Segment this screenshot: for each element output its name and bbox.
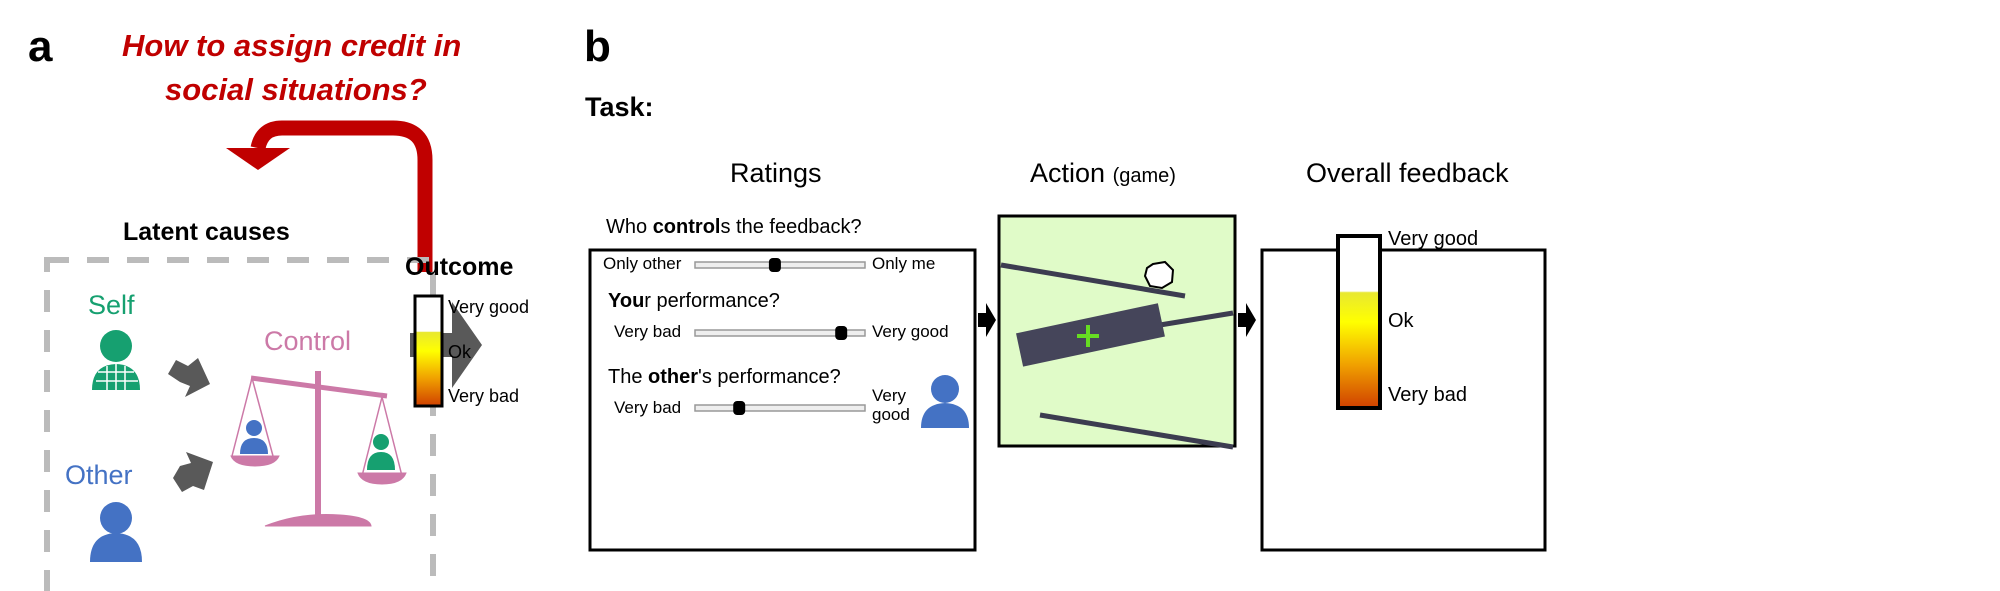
outcome-top-label: Very good [448,297,530,317]
feedback-box [1260,248,1547,552]
other-avatar-icon [921,375,969,428]
other-label: Other [65,460,133,490]
crosshair-icon [1077,325,1099,347]
q3-left-label: Very bad [614,398,682,417]
feedback-colorbar [1336,234,1382,410]
ball-icon [1143,260,1175,290]
task-label: Task: [585,92,654,122]
arrow-to-feedback-icon [1238,303,1256,337]
q2-slider-thumb[interactable] [835,326,848,340]
credit-arrow [250,120,433,272]
q3-post: 's performance? [698,366,841,388]
self-person-icon [92,330,140,390]
q2-slider-track[interactable] [694,329,866,337]
q2-bold: You [608,290,645,312]
q3-slider-thumb[interactable] [733,401,746,415]
action-title: Action (game) [1030,158,1176,189]
self-label: Self [88,290,135,320]
q2-text: Your performance? [608,290,780,313]
credit-arrow-head [226,148,290,170]
q1-text: Who controls the feedback? [606,216,862,239]
outcome-title: Outcome [405,253,514,281]
q3-right-line1: Very [872,386,907,405]
q3-pre: The [608,366,649,388]
other-arrow-icon [173,452,213,492]
q1-left-label: Only other [603,254,682,273]
scale-icon [230,371,407,527]
latent-causes-title: Latent causes [123,218,290,246]
other-on-scale-icon [240,420,268,454]
q3-text: The other's performance? [608,366,841,389]
q1-pre: Who [606,216,653,238]
game-scene [1000,262,1234,450]
feedback-top-label: Very good [1388,228,1479,250]
q3-right-line2: good [872,405,910,424]
arrow-to-game-icon [978,303,996,337]
question-line2: social situations? [165,72,427,107]
outcome-colorbar [413,294,444,408]
feedback-bottom-label: Very bad [1388,384,1467,406]
outcome-arrow-icon [410,302,482,388]
q2-right-label: Very good [872,322,949,341]
question-line1: How to assign credit in [122,28,462,63]
latent-causes-box [44,257,436,591]
other-person-icon [90,502,142,562]
q1-bold: control [652,216,721,238]
ratings-box [588,248,977,552]
control-label: Control [264,326,352,356]
panel-b-label: b [584,22,611,71]
outcome-mid-label: Ok [448,342,472,362]
q1-right-label: Only me [872,254,936,273]
feedback-mid-label: Ok [1388,310,1414,332]
q2-left-label: Very bad [614,322,682,341]
q3-slider-track[interactable] [694,404,866,412]
action-subtitle: (game) [1112,165,1176,187]
q1-slider-thumb[interactable] [768,258,781,272]
outcome-bottom-label: Very bad [448,386,520,406]
q3-bold: other [648,366,699,388]
action-title-text: Action [1030,158,1106,188]
feedback-title: Overall feedback [1306,158,1509,188]
ratings-title: Ratings [730,158,822,188]
self-on-scale-icon [367,434,395,470]
self-arrow-icon [168,358,210,397]
q2-post: r performance? [644,290,780,312]
q1-post: s the feedback? [720,216,862,238]
panel-a-label: a [28,22,53,71]
